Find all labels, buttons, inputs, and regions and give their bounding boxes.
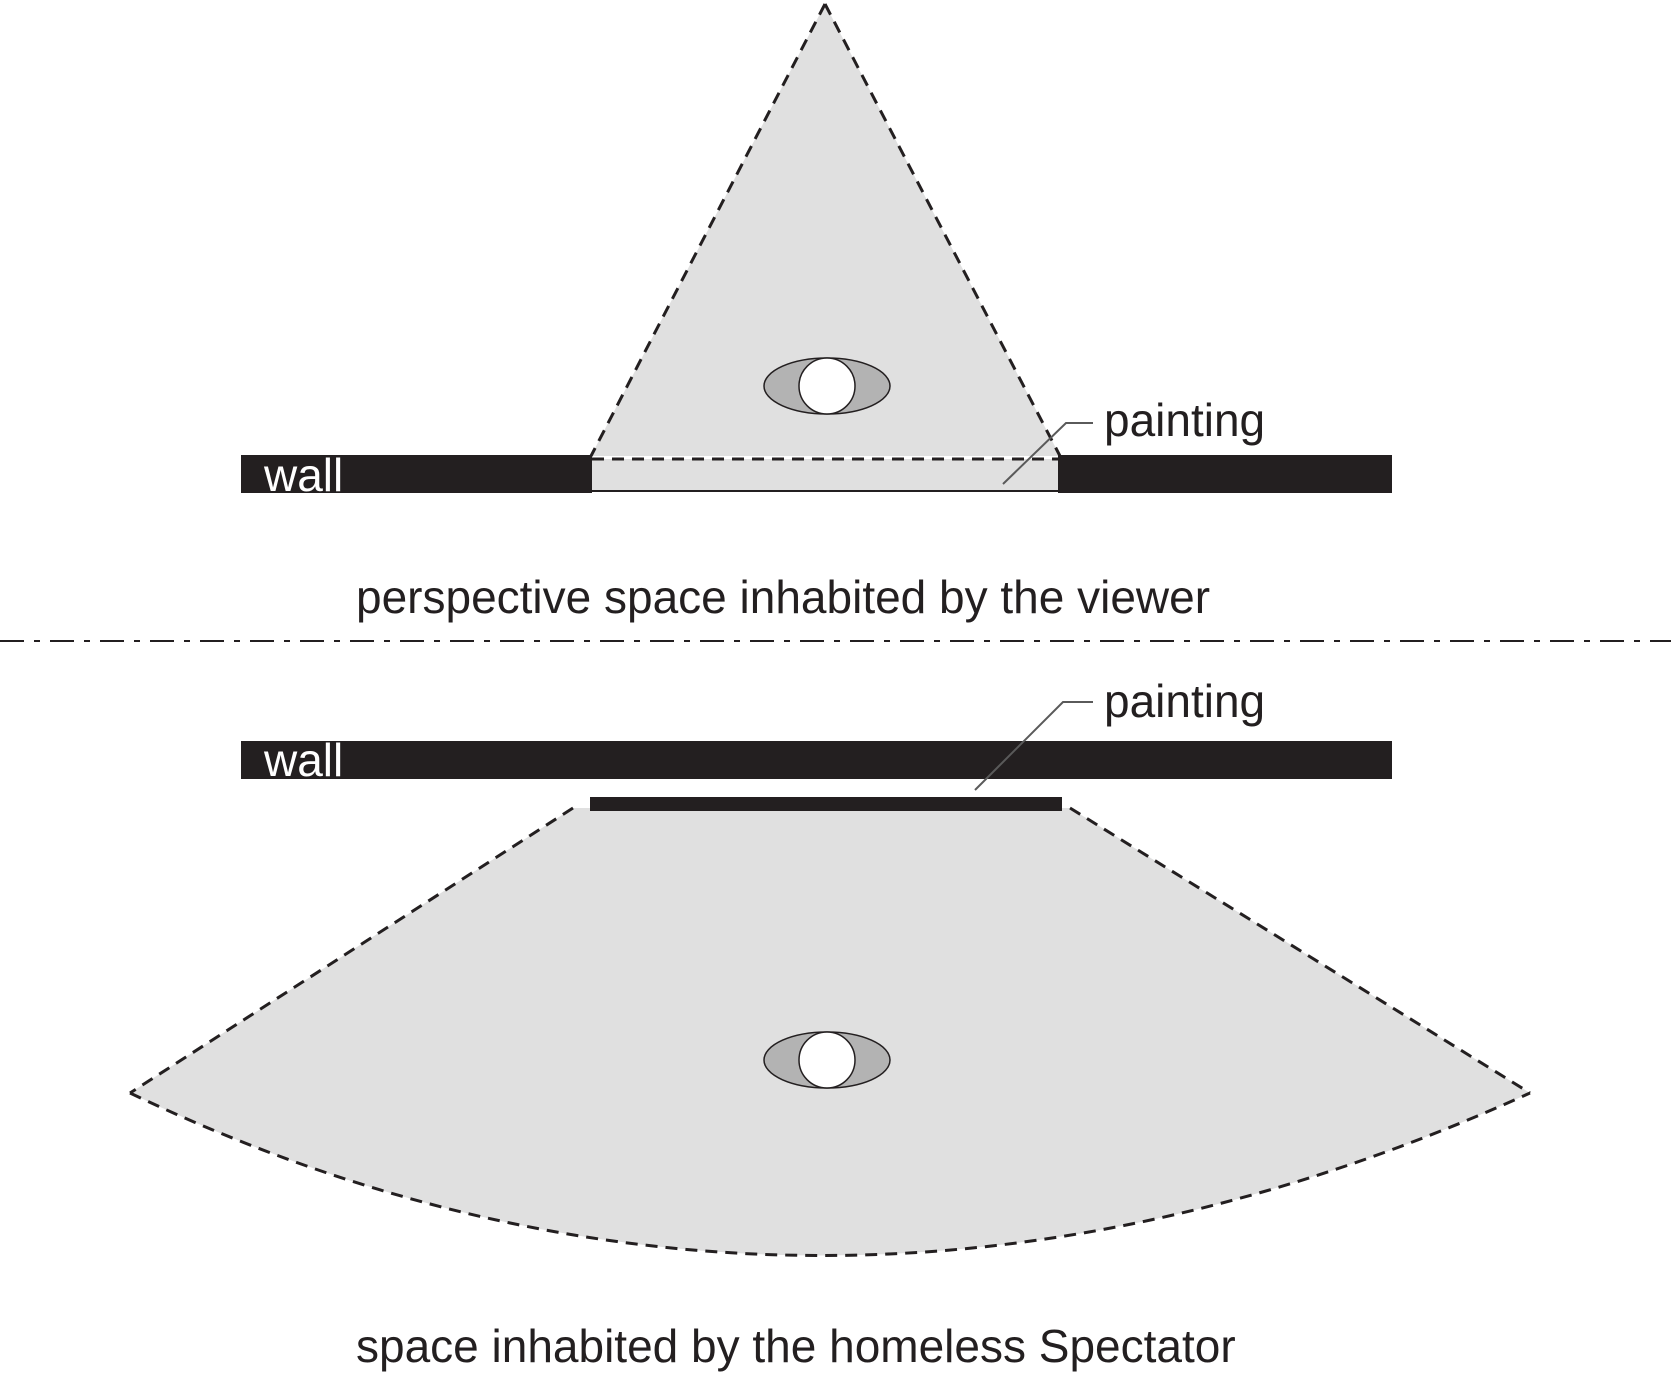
top-wall-right: [1058, 455, 1392, 493]
top-caption: perspective space inhabited by the viewe…: [356, 571, 1210, 623]
bottom-painting-leader-line: [974, 701, 1093, 791]
bottom-caption: space inhabited by the homeless Spectato…: [356, 1320, 1236, 1372]
top-panel: wall painting perspective space inhabite…: [241, 3, 1392, 623]
top-cone-left-edge: [589, 3, 827, 457]
bottom-wall-label: wall: [263, 734, 343, 786]
top-wall-left: [241, 455, 592, 493]
bottom-fan-right-edge: [1069, 806, 1531, 1095]
bottom-eye-icon: [763, 1031, 891, 1089]
bottom-painting: [590, 797, 1062, 811]
top-viewing-cone: [591, 4, 1060, 456]
top-painting-leader-line: [1002, 422, 1093, 485]
top-painting: [592, 459, 1058, 491]
bottom-panel: wall painting space inhabited by the hom…: [129, 675, 1531, 1372]
bottom-fan-left-edge: [129, 806, 574, 1095]
top-painting-label: painting: [1104, 394, 1265, 446]
top-eye-icon: [763, 357, 891, 415]
bottom-fan-arc: [129, 1091, 1531, 1257]
top-cone-right-edge: [823, 3, 1062, 457]
bottom-wall: [241, 741, 1392, 779]
bottom-painting-label: painting: [1104, 675, 1265, 727]
top-wall-label: wall: [263, 449, 343, 501]
